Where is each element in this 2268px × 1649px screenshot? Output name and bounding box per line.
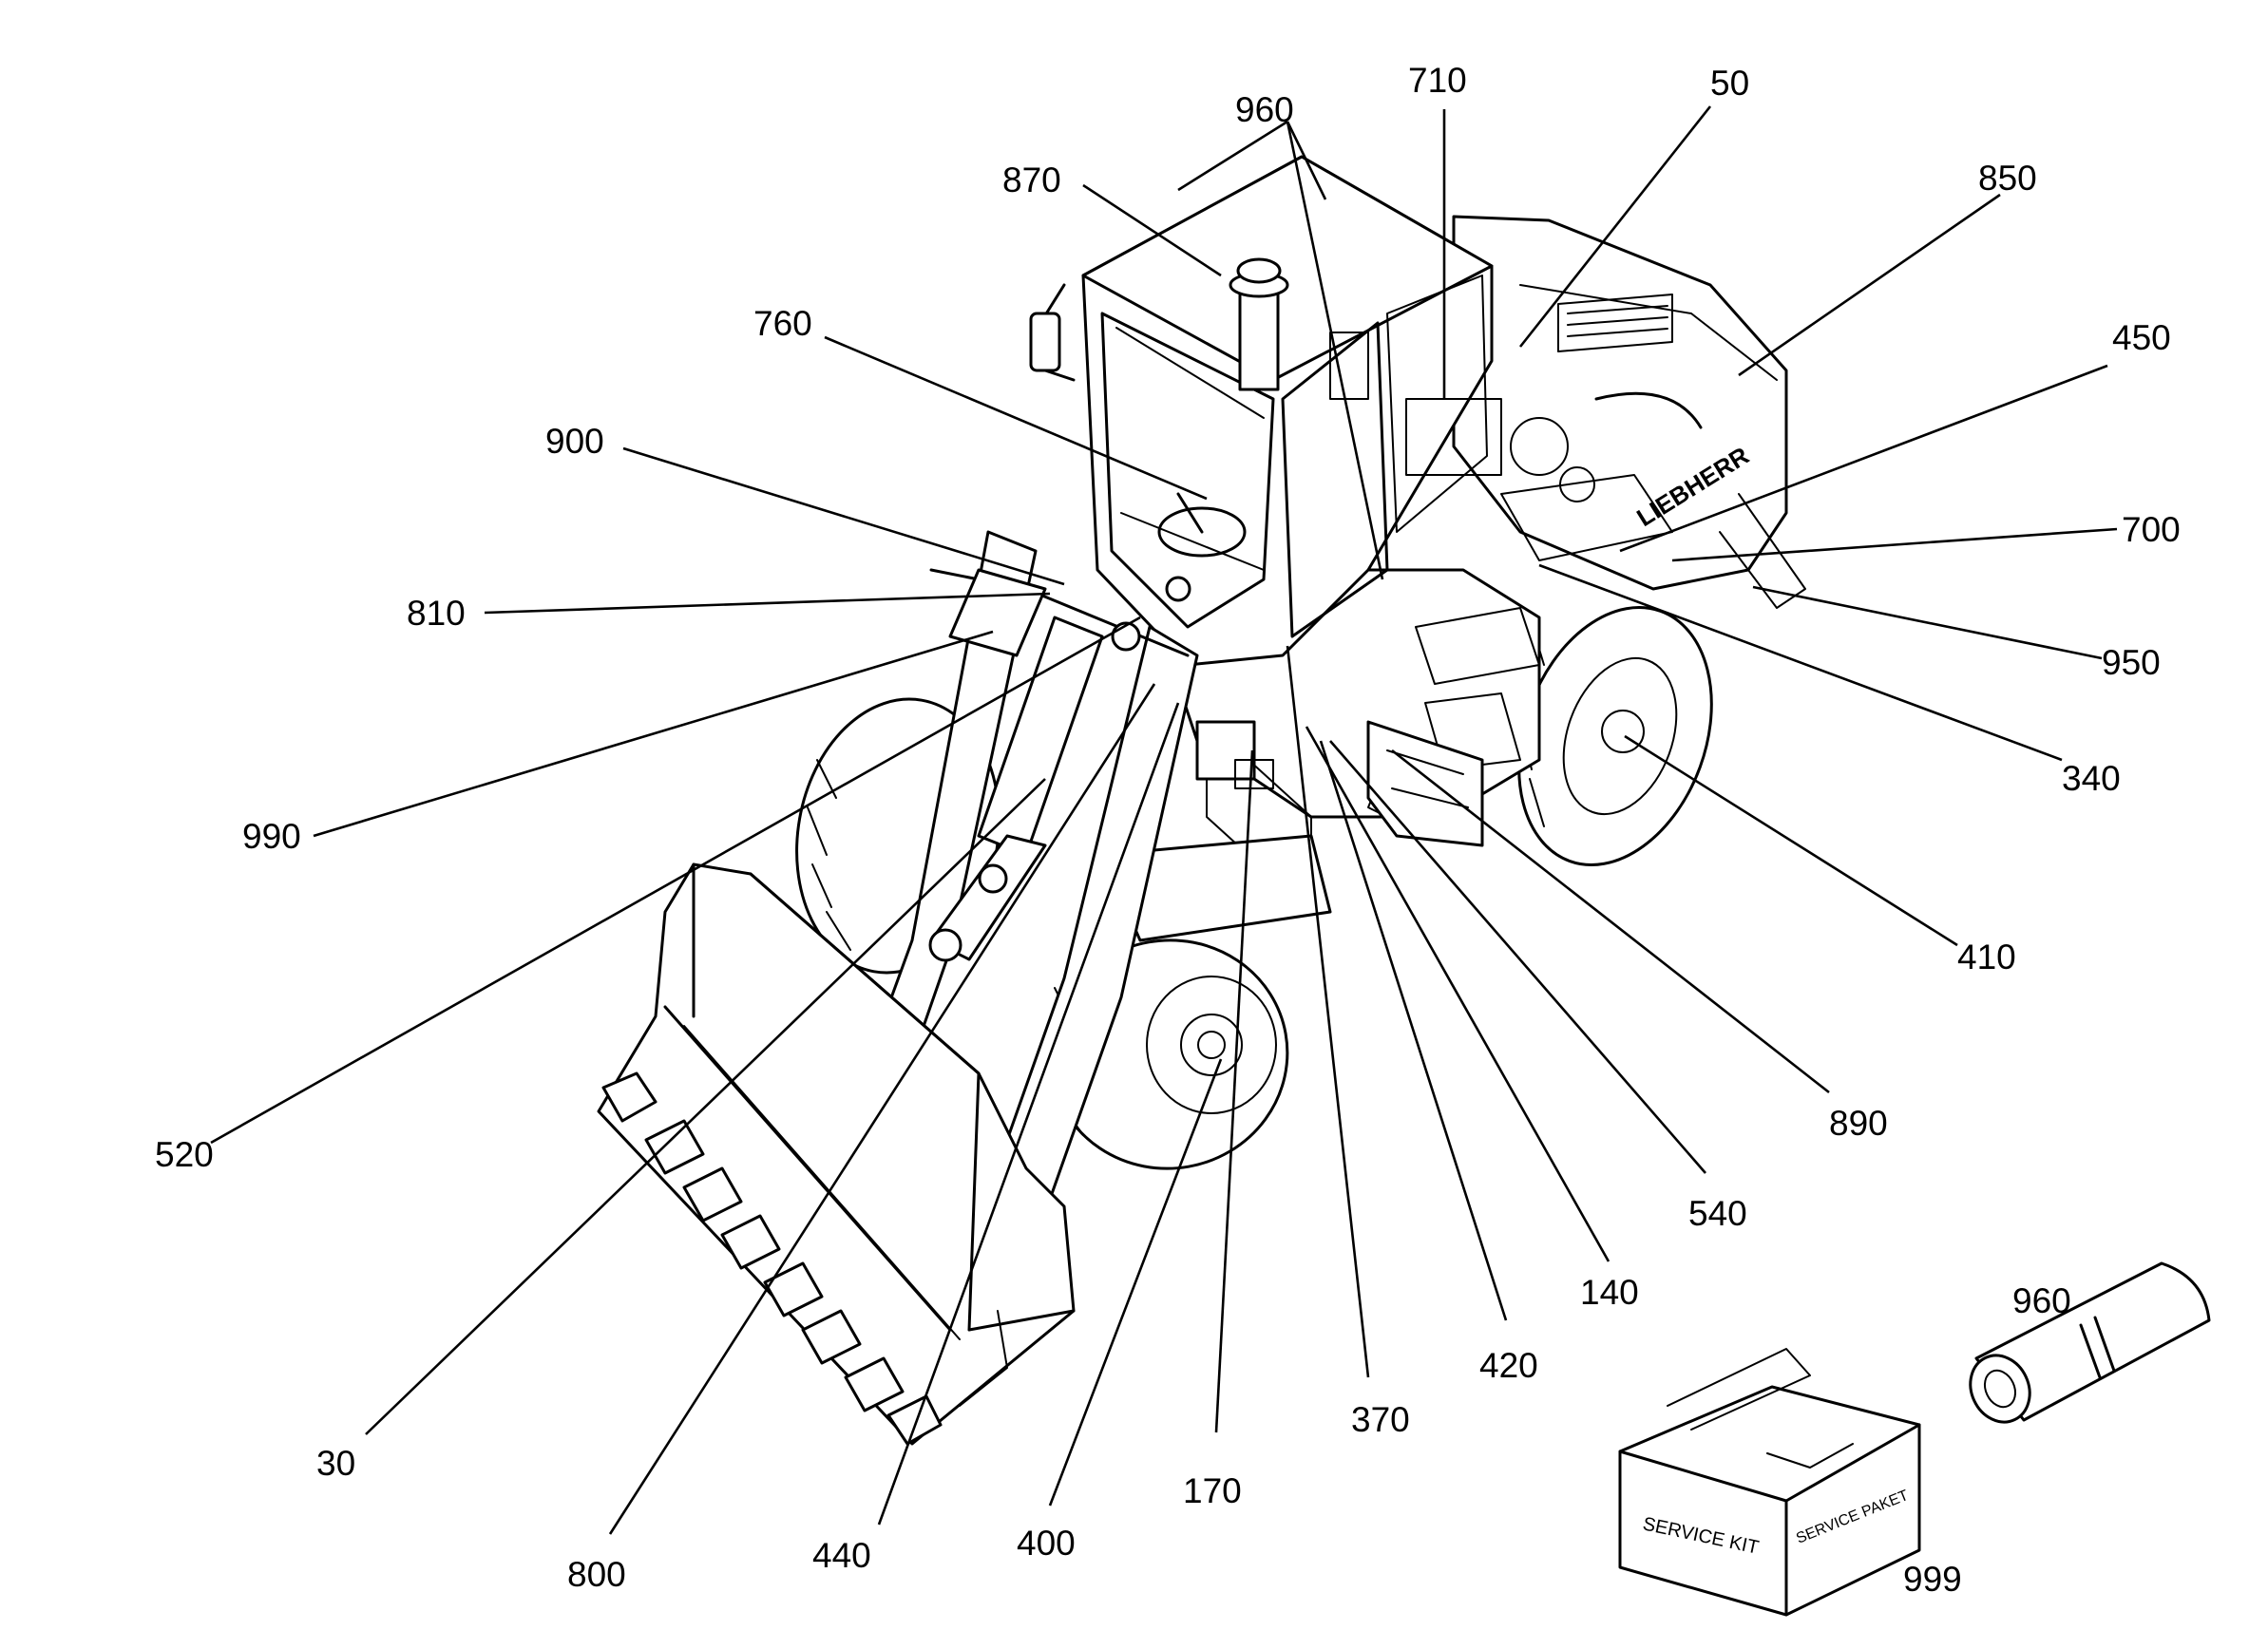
tilt-linkage <box>928 576 1191 962</box>
leader-450 <box>1619 364 2108 553</box>
leader-960a3 <box>1286 121 1384 580</box>
leader-960a2 <box>1286 121 1327 200</box>
callout-760: 760 <box>753 304 812 343</box>
leader-400 <box>1048 1058 1223 1507</box>
callout-800: 800 <box>567 1555 626 1594</box>
callout-140: 140 <box>1580 1273 1639 1312</box>
leader-700 <box>1671 527 2118 562</box>
front-axle <box>1100 720 1332 942</box>
operator-cab <box>1029 155 1494 667</box>
callout-710: 710 <box>1408 61 1467 100</box>
callout-950: 950 <box>2102 643 2161 682</box>
callout-440: 440 <box>812 1536 871 1575</box>
leader-140 <box>1305 726 1610 1262</box>
callout-450: 450 <box>2112 318 2171 357</box>
leader-760 <box>824 335 1208 501</box>
leader-170 <box>1214 749 1254 1433</box>
callout-540: 540 <box>1688 1194 1747 1233</box>
callout-999: 999 <box>1903 1560 1962 1599</box>
leader-810 <box>484 592 1051 615</box>
leader-520 <box>210 616 1141 1145</box>
callout-370: 370 <box>1351 1400 1410 1439</box>
callout-870: 870 <box>1002 161 1061 199</box>
leader-870 <box>1082 183 1222 277</box>
callout-960-mat: 960 <box>2012 1281 2071 1320</box>
callout-410: 410 <box>1957 938 2016 976</box>
callout-810: 810 <box>407 594 466 633</box>
leader-890 <box>1391 749 1830 1094</box>
bucket <box>597 862 1076 1446</box>
leader-410 <box>1624 734 1958 947</box>
callout-400: 400 <box>1017 1524 1076 1563</box>
callout-960: 960 <box>1235 90 1294 129</box>
callout-170: 170 <box>1183 1471 1242 1510</box>
callout-30: 30 <box>316 1444 355 1483</box>
callout-520: 520 <box>155 1135 214 1174</box>
bucket-teeth <box>601 1071 943 1446</box>
leader-990 <box>313 630 994 838</box>
service-kit-box: SERVICE KIT SERVICE PAKET <box>1618 1348 1921 1617</box>
callout-50: 50 <box>1710 64 1749 103</box>
callout-numbers: 50 710 960 870 850 760 450 900 700 810 9… <box>155 61 2181 1599</box>
wheel-loader-illustration: LIEBHERR <box>597 155 1806 1446</box>
callout-420: 420 <box>1479 1346 1538 1385</box>
callout-340: 340 <box>2062 759 2121 798</box>
leader-30 <box>365 778 1046 1435</box>
leader-800 <box>608 683 1156 1535</box>
leader-440 <box>877 702 1180 1526</box>
callout-900: 900 <box>545 422 604 461</box>
engine-hood: LIEBHERR <box>1452 215 1806 609</box>
callout-700: 700 <box>2122 510 2181 549</box>
leader-lines <box>210 105 2118 1535</box>
leader-850 <box>1738 193 2001 377</box>
leader-340 <box>1538 563 2063 762</box>
callout-850: 850 <box>1978 159 2037 198</box>
leader-50 <box>1518 105 1712 348</box>
leader-370 <box>1286 645 1370 1378</box>
rolled-filter-mat <box>1969 1261 2211 1424</box>
leader-540 <box>1329 740 1706 1174</box>
callout-990: 990 <box>242 817 301 856</box>
callout-890: 890 <box>1829 1104 1888 1143</box>
leader-950 <box>1752 585 2103 660</box>
leader-900 <box>622 446 1065 586</box>
leader-420 <box>1319 740 1508 1321</box>
leader-960a <box>1177 120 1288 192</box>
